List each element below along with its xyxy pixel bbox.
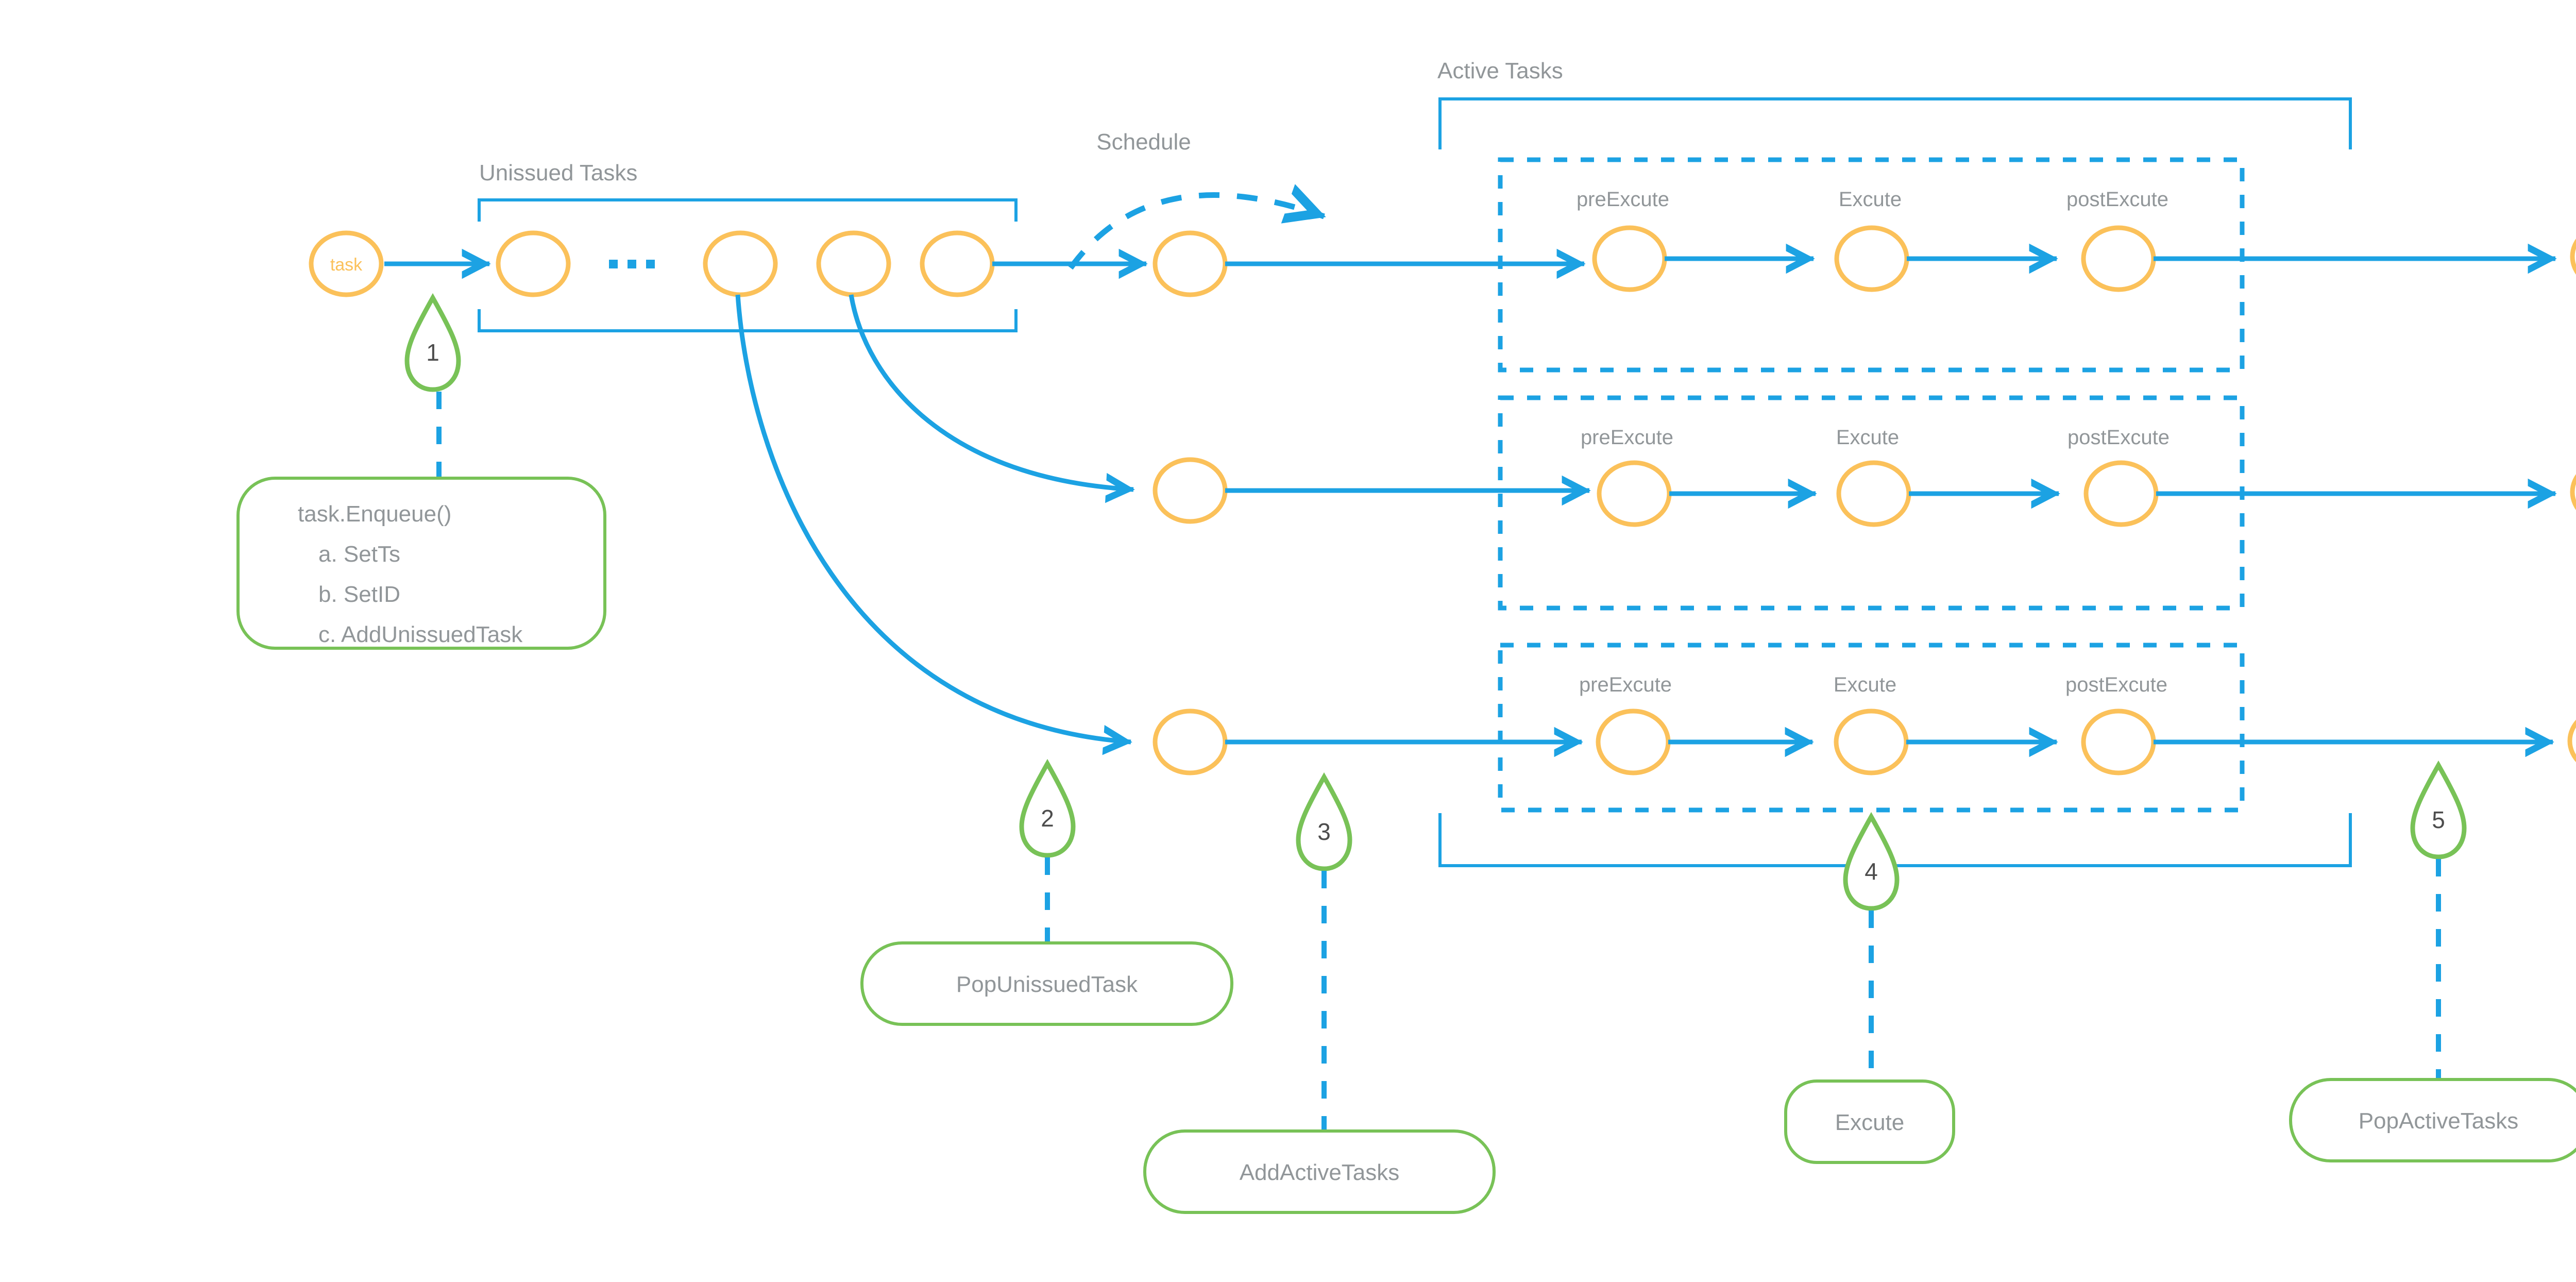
enqueue-callout-title: task.Enqueue() [298,501,451,527]
add-active-callout-box [1143,1129,1496,1214]
pop-active-callout-box [2289,1078,2576,1162]
row1-preexcute-label: preExcute [1577,188,1669,211]
marker-4-pin [1843,812,1900,911]
row1-excute-node [1834,225,1909,292]
unissued-node-3 [816,230,891,297]
row2-postexcute-label: postExcute [2067,426,2170,449]
row3-excute-node [1834,709,1909,775]
marker-4-number: 4 [1865,858,1878,885]
pop-active-callout: PopActiveTasks [2289,1078,2576,1162]
row2-excute-node [1836,460,1911,527]
marker-5-pin [2410,760,2467,859]
unissued-tasks-label: Unissued Tasks [479,160,637,185]
row3-dispatch-node [1153,709,1228,775]
row3-postexcute-node [2081,709,2156,775]
row3-preexcute-node [1596,709,1671,775]
pop-unissued-label: PopUnissuedTask [956,972,1138,997]
row1-preexcute-node [1592,225,1667,292]
excute-callout: Excute [1784,1079,1955,1164]
marker-1-number: 1 [426,339,439,366]
enqueue-step-a: a. SetTs [318,542,400,567]
enqueue-step-b: b. SetID [318,582,400,607]
excute-callout-box [1784,1079,1955,1164]
row1-postexcute-node [2081,225,2156,292]
marker-3-pin [1296,772,1352,871]
task-node-label: task [330,255,363,275]
enqueue-callout: task.Enqueue() a. SetTs b. SetID c. AddU… [236,477,606,650]
active-pipeline-row-2: preExcute Excute postExcute [1498,395,2576,611]
row2-completed-node [2570,474,2576,511]
row1-dispatch-node [1153,230,1228,297]
row1-excute-label: Excute [1839,188,1902,211]
row2-pipeline-dashed-box [1498,395,2245,611]
marker-4-group[interactable]: 4 [1843,812,1900,911]
marker-2-number: 2 [1041,805,1054,832]
enqueue-step-c: c. AddUnissuedTask [318,622,523,647]
pop-active-label: PopActiveTasks [2359,1108,2519,1134]
row2-excute-label: Excute [1836,426,1899,449]
marker-2-pin [1019,758,1076,858]
edge-queue-to-row3 [735,294,1132,755]
excute-label: Excute [1835,1110,1905,1135]
row3-preexcute-label: preExcute [1579,673,1672,696]
marker-1-pin [404,293,461,392]
marker-3-group[interactable]: 3 [1296,772,1352,871]
unissued-node-1 [496,230,571,297]
pop-unissued-callout: PopUnissuedTask [860,941,1233,1026]
active-pipeline-row-3: preExcute Excute postExcute [1498,643,2576,813]
unissued-node-2 [703,230,778,297]
row2-postexcute-node [2083,460,2159,527]
active-tasks-label: Active Tasks [1437,58,1563,83]
enqueue-callout-box [236,477,606,650]
add-active-label: AddActiveTasks [1240,1160,1400,1185]
row3-excute-label: Excute [1834,673,1896,696]
schedule-label: Schedule [1096,129,1191,155]
marker-5-group[interactable]: 5 [2410,760,2467,859]
queue-ellipsis-icon [609,260,655,268]
row2-preexcute-node [1597,460,1672,527]
active-pipeline-row-1: preExcute Excute postExcute [1498,157,2576,373]
row1-postexcute-label: postExcute [2066,188,2168,211]
schedule-dashed-arrow [1068,184,1326,270]
marker-3-number: 3 [1317,818,1331,845]
unissued-task-queue [496,230,995,297]
row3-completed-node [2567,719,2576,763]
marker-2-group[interactable]: 2 [1019,758,1076,858]
unissued-tasks-bracket [478,198,1018,332]
row3-postexcute-label: postExcute [2065,673,2167,696]
marker-1-group[interactable]: 1 [404,293,461,392]
marker-5-number: 5 [2432,806,2445,833]
row1-pipeline-dashed-box [1498,157,2245,373]
add-active-callout: AddActiveTasks [1143,1129,1496,1214]
row2-preexcute-label: preExcute [1581,426,1673,449]
edge-queue-to-row2 [849,294,1135,503]
row2-dispatch-node [1153,457,1228,524]
unissued-node-4 [920,230,995,297]
row1-completed-node [2570,238,2576,275]
task-start-node: task [309,230,384,297]
pop-unissued-callout-box [860,941,1233,1026]
